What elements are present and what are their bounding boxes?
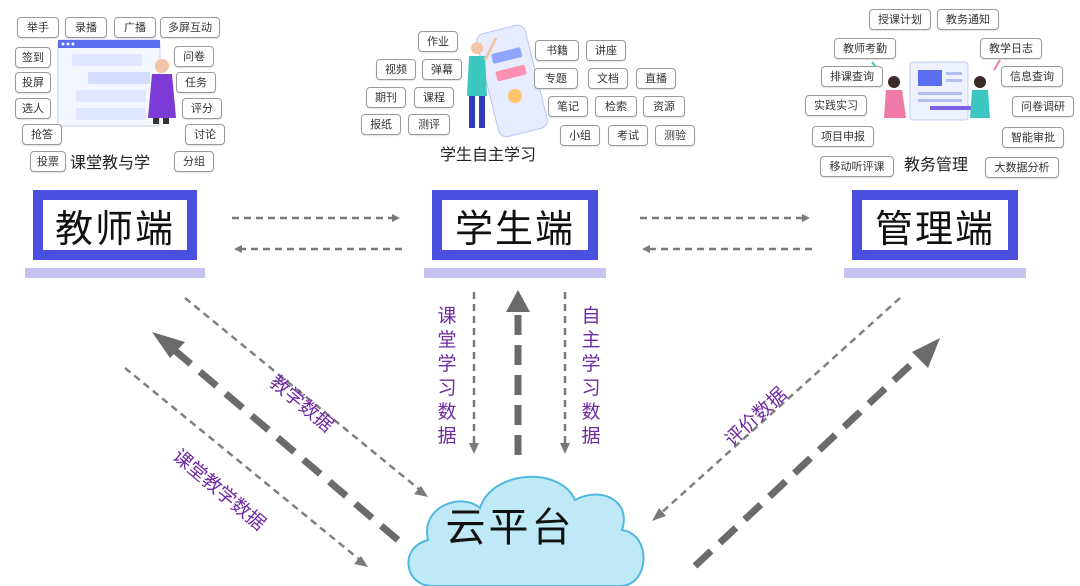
tag-cast-screen: 投屏 xyxy=(15,72,51,93)
student-section-title: 学生自主学习 xyxy=(440,145,537,164)
tag-group: 小组 xyxy=(560,125,600,146)
tag-journal: 期刊 xyxy=(366,87,406,108)
tag-newspaper: 报纸 xyxy=(361,114,401,135)
student-terminal-label: 学生端 xyxy=(432,190,598,260)
tag-smart-approval: 智能审批 xyxy=(1002,127,1064,148)
tag-exam: 考试 xyxy=(608,125,648,146)
tag-teacher-attendance: 教师考勤 xyxy=(834,38,896,59)
student-terminal-node: 学生端 xyxy=(424,190,606,288)
tag-discussion: 讨论 xyxy=(185,124,225,145)
tag-search: 检索 xyxy=(595,96,637,117)
tag-practice-internship: 实践实习 xyxy=(805,95,867,116)
tag-quiz: 测验 xyxy=(655,125,695,146)
flow-label-classroom-learning-data: 课堂学习数据 xyxy=(437,305,457,447)
teacher-terminal-base xyxy=(25,268,205,278)
teacher-section-title: 课堂教与学 xyxy=(70,153,151,172)
tag-teaching-plan: 授课计划 xyxy=(869,9,931,30)
tag-pick-person: 选人 xyxy=(15,98,51,119)
tag-notes: 笔记 xyxy=(548,96,588,117)
tag-document: 文档 xyxy=(588,68,628,89)
tag-survey-research: 问卷调研 xyxy=(1012,96,1074,117)
flow-label-self-learning-data: 自主学习数据 xyxy=(581,305,601,447)
admin-to-cloud-arrow xyxy=(652,297,901,521)
tag-homework: 作业 xyxy=(418,31,458,52)
tag-teaching-log: 教学日志 xyxy=(980,38,1042,59)
admin-terminal-base xyxy=(844,268,1026,278)
tag-mobile-lesson-review: 移动听评课 xyxy=(820,156,894,177)
cloud-platform-label: 云平台 xyxy=(445,505,575,551)
cloud-shape xyxy=(407,475,645,586)
student-illustration xyxy=(467,24,548,138)
tag-vote: 投票 xyxy=(30,151,66,172)
teacher-illustration xyxy=(57,39,176,127)
cloud-to-admin-thick-arrow xyxy=(692,338,940,569)
teacher-to-cloud-lower-arrow xyxy=(124,367,368,567)
tag-video: 视频 xyxy=(376,59,416,80)
tag-big-data-analysis: 大数据分析 xyxy=(985,157,1059,178)
tag-project-application: 项目申报 xyxy=(812,126,874,147)
teacher-terminal-node: 教师端 xyxy=(25,190,205,288)
tag-broadcast: 广播 xyxy=(114,17,156,38)
tag-recording: 录播 xyxy=(65,17,107,38)
student-to-cloud-right-arrow xyxy=(560,292,570,454)
admin-illustration xyxy=(871,59,1001,121)
tag-books: 书籍 xyxy=(535,40,579,61)
tag-academic-notice: 教务通知 xyxy=(937,9,999,30)
tag-quick-answer: 抢答 xyxy=(22,124,62,145)
tag-scoring: 评分 xyxy=(182,98,222,119)
tag-bullet-comment: 弹幕 xyxy=(422,59,462,80)
tag-raise-hand: 举手 xyxy=(17,17,59,38)
student-to-cloud-left-arrow xyxy=(469,292,479,454)
admin-terminal-label: 管理端 xyxy=(852,190,1018,260)
tag-resources: 资源 xyxy=(643,96,685,117)
tag-assessment: 测评 xyxy=(408,114,450,135)
admin-terminal-node: 管理端 xyxy=(844,190,1026,288)
tag-lecture: 讲座 xyxy=(586,40,626,61)
tag-info-query: 信息查询 xyxy=(1001,66,1063,87)
admin-section-title: 教务管理 xyxy=(904,155,969,174)
tag-topic: 专题 xyxy=(534,68,578,89)
tag-task: 任务 xyxy=(176,72,216,93)
tag-multiscreen: 多屏互动 xyxy=(160,17,220,38)
tag-grouping: 分组 xyxy=(174,151,214,172)
student-terminal-base xyxy=(424,268,606,278)
tag-course: 课程 xyxy=(414,87,454,108)
tag-questionnaire: 问卷 xyxy=(174,46,214,67)
cloud-to-student-thick-arrow xyxy=(506,290,530,455)
tag-sign-in: 签到 xyxy=(15,47,51,68)
tag-live: 直播 xyxy=(636,68,676,89)
cloud-to-teacher-thick-arrow xyxy=(152,332,401,543)
tag-schedule-query: 排课查询 xyxy=(821,66,883,87)
teacher-to-cloud-arrow xyxy=(184,297,428,497)
teacher-terminal-label: 教师端 xyxy=(33,190,197,260)
